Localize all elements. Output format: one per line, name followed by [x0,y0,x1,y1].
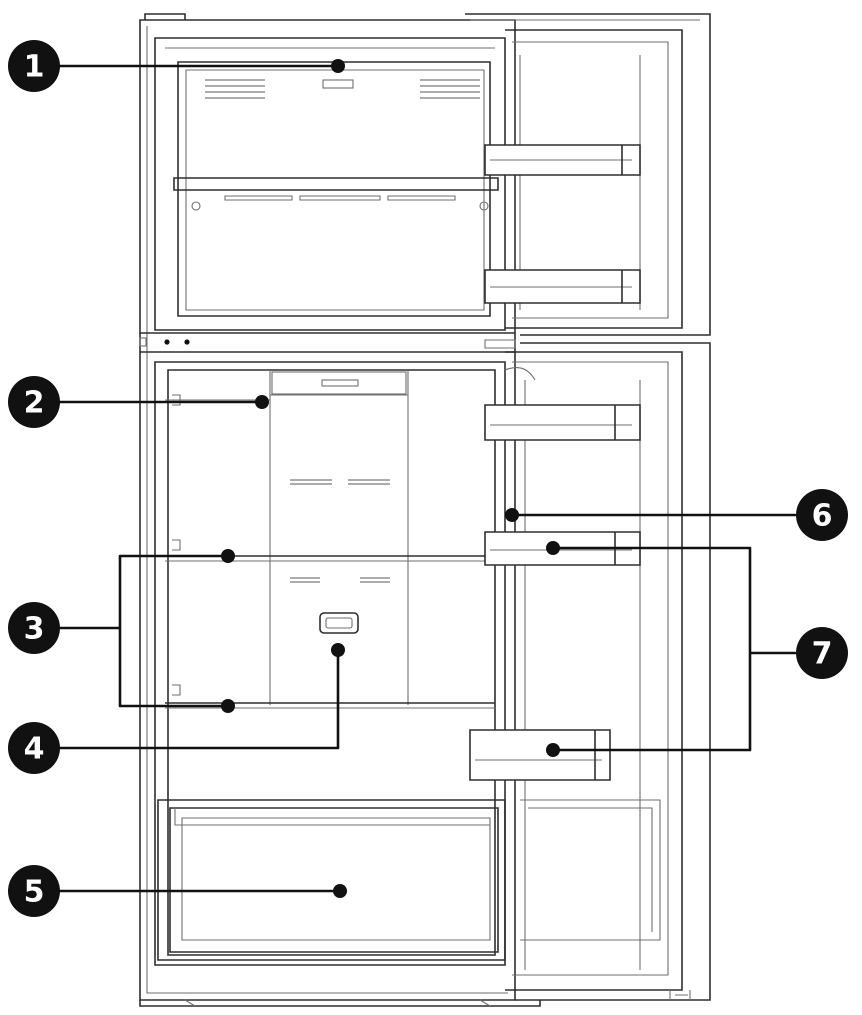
callout-number-6: 6 [812,499,833,534]
temperature-control [319,612,359,634]
leader-line-7 [551,546,797,752]
door-bin-bottom [469,729,611,781]
freezer-door-bin-upper [484,144,641,176]
callout-1: 1 [8,40,60,92]
freezer-shelf [173,177,499,211]
leader-dot-6 [505,508,519,522]
leader-line-3 [58,554,230,708]
leader-dot-2 [255,395,269,409]
callout-number-3: 3 [24,612,45,647]
callout-number-5: 5 [24,875,45,910]
leader-dot-1 [331,59,345,73]
leader-lines [58,59,797,898]
callout-badge-7 [796,627,848,679]
leader-dot-7b [546,743,560,757]
door-bin-top [484,404,641,441]
freezer-vents [205,79,480,99]
callout-number-4: 4 [24,732,45,767]
callout-badge-3 [8,602,60,654]
callout-5: 5 [8,865,60,917]
callout-6: 6 [796,489,848,541]
callout-badge-1 [8,40,60,92]
fridge-body [139,13,541,1007]
callout-3: 3 [8,602,60,654]
callout-number-1: 1 [24,50,45,85]
freezer-door [465,13,711,349]
fresh-food-compartment [154,361,506,966]
callout-number-7: 7 [812,637,833,672]
callout-2: 2 [8,376,60,428]
callout-4: 4 [8,722,60,774]
freezer-door-bin-lower [484,269,641,304]
callout-7: 7 [796,627,848,679]
glass-shelf-lower [165,702,495,709]
freezer-compartment [139,37,515,353]
callout-badge-5 [8,865,60,917]
control-strip [139,332,515,353]
crisper-drawer [157,799,506,961]
callout-badge-2 [8,376,60,428]
callout-badge-4 [8,722,60,774]
fresh-food-door [469,342,711,1001]
leader-dot-3a [221,549,235,563]
callout-number-2: 2 [24,386,45,421]
leader-dot-4 [331,643,345,657]
leader-line-4 [58,648,340,750]
leader-dot-5 [333,884,347,898]
leader-dot-3b [221,699,235,713]
callout-badge-6 [796,489,848,541]
leader-dot-7a [546,541,560,555]
